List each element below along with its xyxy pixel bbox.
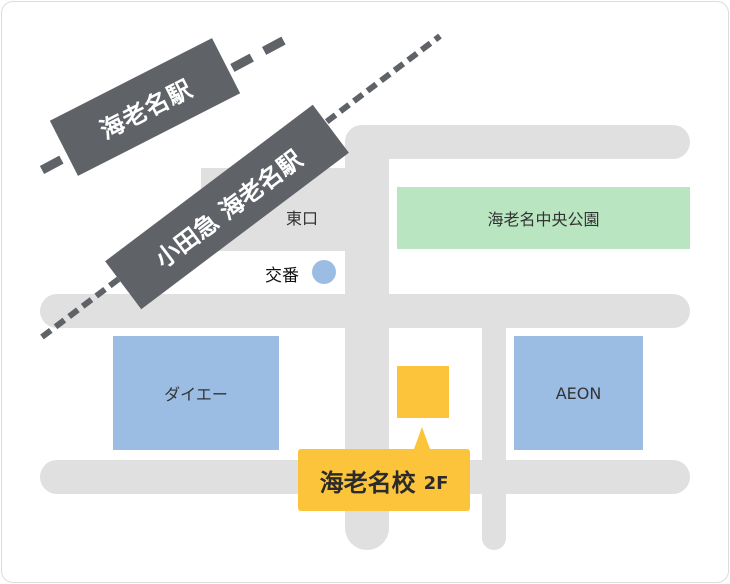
east-exit-label: 東口	[286, 209, 319, 228]
destination-name: 海老名校	[319, 468, 416, 497]
park-chuo-koen: 海老名中央公園	[397, 187, 690, 249]
road-vertical-right	[482, 312, 506, 550]
destination-callout: 海老名校 2F	[298, 449, 470, 511]
store-daiei-name: ダイエー	[164, 385, 228, 404]
park-name: 海老名中央公園	[487, 210, 600, 229]
store-aeon-name: AEON	[555, 383, 602, 403]
store-aeon: AEON	[514, 336, 643, 450]
store-daiei: ダイエー	[113, 336, 279, 450]
police-box-icon	[312, 260, 336, 284]
callout-pointer	[414, 427, 430, 449]
road-top	[345, 125, 690, 159]
destination-floor: 2F	[423, 472, 449, 494]
destination-marker	[397, 366, 449, 418]
police-box-label: 交番	[265, 266, 299, 286]
